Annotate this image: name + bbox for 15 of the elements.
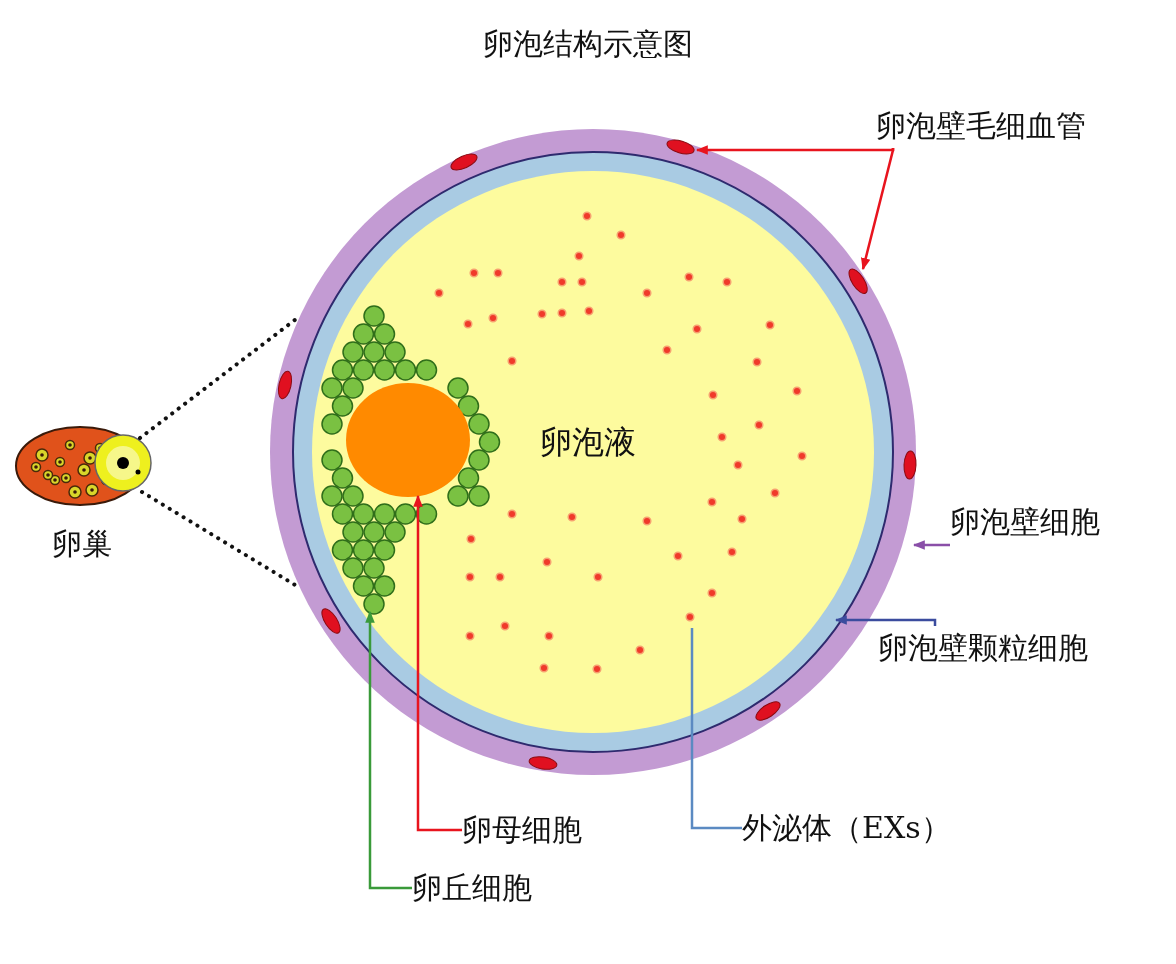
region-label: 卵泡液 (540, 422, 636, 463)
leader-line (912, 540, 950, 550)
leader-line (690, 628, 742, 830)
callout-label: 卵母细胞 (462, 808, 582, 852)
node-caption: 卵巢 (52, 526, 112, 561)
leader-line (861, 147, 895, 271)
callout-label: 卵泡壁颗粒细胞 (878, 626, 1088, 670)
callout-label: 卵丘细胞 (412, 866, 532, 910)
callout-label: 卵泡壁毛细血管 (876, 104, 1086, 148)
leader-line (695, 145, 895, 155)
callout-label: 外泌体（EXs） (742, 806, 951, 850)
callout-label: 卵泡壁细胞 (950, 500, 1100, 544)
leader-line (834, 615, 937, 626)
leader-line (413, 494, 462, 832)
diagram-title: 卵泡结构示意图 (483, 26, 693, 61)
